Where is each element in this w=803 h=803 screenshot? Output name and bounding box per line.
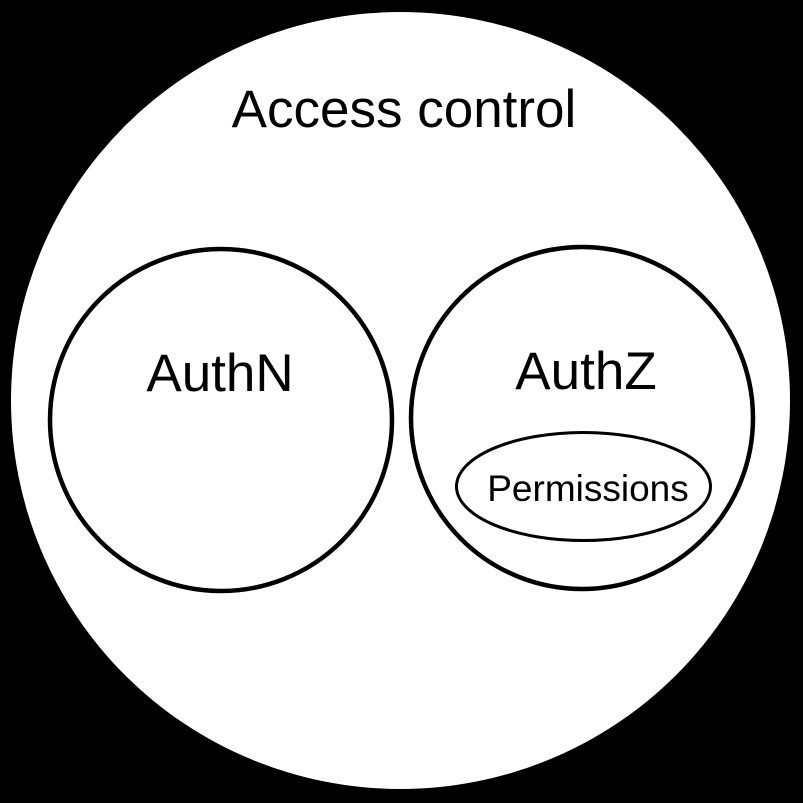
authz-label: AuthZ	[515, 342, 656, 401]
authn-label: AuthN	[146, 344, 293, 403]
permissions-label: Permissions	[487, 468, 689, 509]
permissions-set	[455, 431, 712, 542]
diagram-title: Access control	[232, 80, 577, 139]
access-control-set	[11, 12, 790, 789]
authn-set	[47, 246, 395, 594]
